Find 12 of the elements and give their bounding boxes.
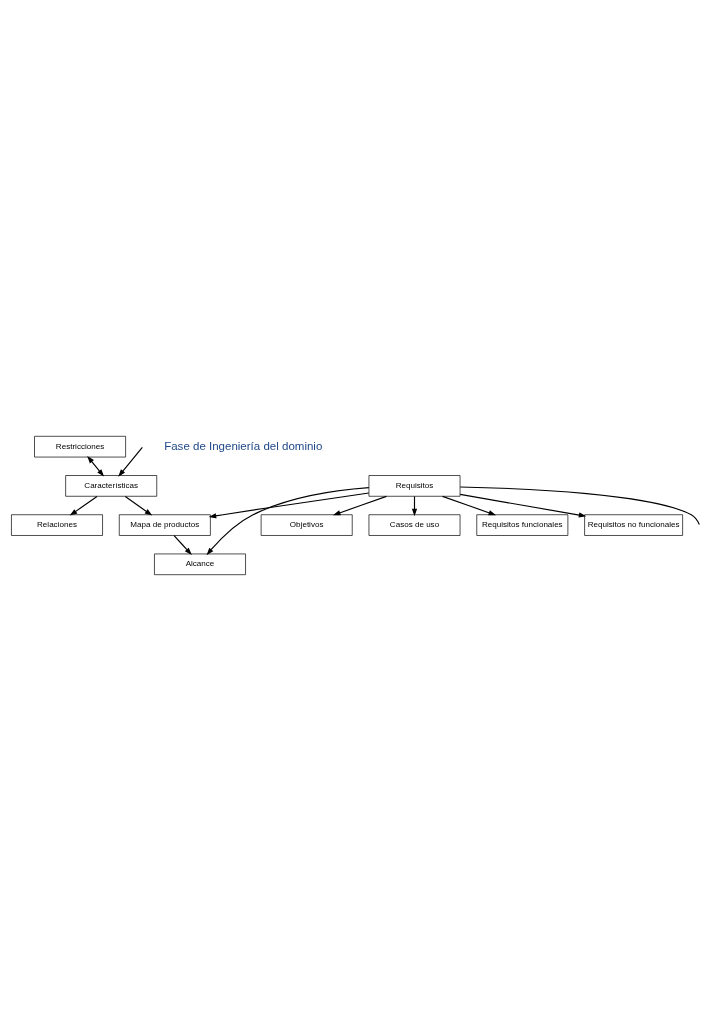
arrow [69,495,98,516]
arrow [441,495,497,515]
arrow [332,495,388,515]
arrow [206,486,370,555]
arrow [87,455,105,477]
label: Fase de Ingeniería del dominio [164,439,323,452]
arrow [173,534,192,555]
arrow [124,495,153,516]
arrow [118,446,143,477]
arrow [208,491,370,518]
arrow [459,493,587,518]
connector [459,485,700,525]
